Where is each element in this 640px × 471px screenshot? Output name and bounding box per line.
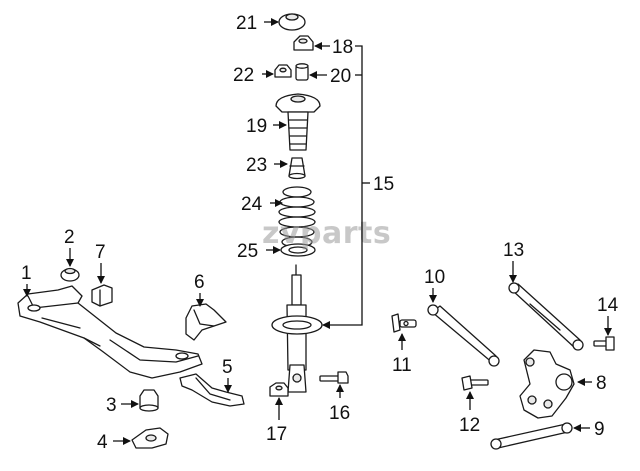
callout-16: 16 (329, 403, 350, 424)
part-9-lower-arm (490, 422, 573, 450)
part-4-retainer (131, 427, 169, 449)
callout-labels: 21 18 22 20 19 23 15 24 25 17 16 1 2 7 6… (21, 13, 619, 453)
callout-13: 13 (503, 240, 524, 261)
callout-9: 9 (594, 419, 605, 440)
part-3-cushion (139, 389, 159, 412)
part-2-cushion (60, 267, 80, 282)
part-17-nut (269, 382, 289, 397)
callout-4: 4 (97, 432, 108, 453)
part-7-bracket (91, 284, 113, 307)
part-21-mount-cap (278, 13, 306, 31)
callout-25: 25 (237, 241, 258, 262)
part-6-bracket (185, 303, 227, 341)
callout-17: 17 (266, 424, 287, 445)
callout-24: 24 (241, 194, 263, 215)
callout-11: 11 (392, 355, 412, 376)
part-19-strut-support-boot (275, 93, 321, 151)
part-11-bolt (391, 313, 417, 333)
callout-12: 12 (459, 415, 480, 436)
callout-14: 14 (597, 295, 619, 316)
part-14-bolt (593, 336, 615, 351)
callout-8: 8 (596, 373, 607, 394)
callout-15: 15 (373, 174, 394, 195)
callout-5: 5 (222, 357, 233, 378)
part-23-bump-stop (288, 157, 306, 180)
callout-20: 20 (330, 66, 351, 87)
callout-7: 7 (95, 242, 106, 263)
leader-lines (23, 18, 612, 445)
watermark: zvparts (262, 216, 391, 251)
part-13-lateral-arm (508, 282, 584, 351)
part-5-brace (179, 373, 245, 407)
callout-10: 10 (424, 267, 445, 288)
callout-1: 1 (21, 263, 32, 284)
callout-22: 22 (233, 65, 254, 86)
callout-23: 23 (246, 155, 267, 176)
part-25-spring-insulator (280, 243, 316, 257)
callout-2: 2 (64, 227, 75, 248)
strut-assembly (271, 264, 323, 393)
part-22-nut (274, 64, 292, 78)
part-18-nut (293, 35, 314, 51)
part-10-lateral-arm (427, 304, 500, 367)
callout-19: 19 (246, 116, 267, 137)
part-16-bolt (319, 371, 349, 384)
callout-6: 6 (194, 272, 205, 293)
callout-3: 3 (106, 395, 117, 416)
callout-21: 21 (236, 13, 257, 34)
part-8-carrier (519, 349, 575, 419)
callout-18: 18 (332, 37, 353, 58)
part-1-rear-crossmember (17, 285, 203, 379)
part-20-bushing (295, 63, 309, 81)
part-12-bolt (461, 375, 489, 391)
